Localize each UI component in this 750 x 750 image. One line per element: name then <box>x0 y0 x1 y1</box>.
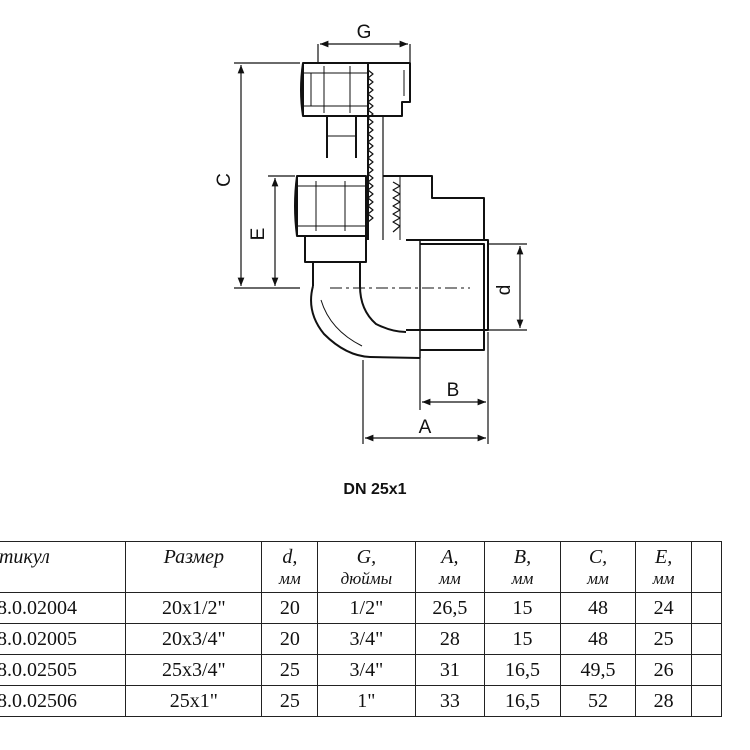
table-header-row: Артикул Размер d,мм G,дюймы A,мм B,мм C,… <box>0 541 722 593</box>
spec-table: Артикул Размер d,мм G,дюймы A,мм B,мм C,… <box>0 541 722 717</box>
header-a: A,мм <box>414 541 486 593</box>
cell-size: 20x3/4" <box>125 623 263 655</box>
technical-drawing: G C E d B A <box>214 22 527 444</box>
dim-label-g: G <box>357 22 372 43</box>
dim-label-d: d <box>494 285 515 296</box>
cell-b: 16,5 <box>484 685 561 717</box>
cell-b: 15 <box>484 592 561 624</box>
cell-clipped <box>691 685 722 717</box>
header-e: E,мм <box>635 541 693 593</box>
cell-d: 20 <box>261 592 319 624</box>
cell-d: 25 <box>261 685 319 717</box>
cell-size: 20x1/2" <box>125 592 263 624</box>
cell-g: 3/4" <box>317 623 416 655</box>
cell-size: 25x3/4" <box>125 654 263 686</box>
dimension-lines <box>234 40 527 444</box>
cell-article: 758.0.02505 <box>0 654 127 686</box>
model-subtitle: DN 25x1 <box>343 481 407 498</box>
cell-article: 758.0.02004 <box>0 592 127 624</box>
cell-article: 758.0.02005 <box>0 623 127 655</box>
fitting-body <box>294 62 489 359</box>
cell-g: 3/4" <box>317 654 416 686</box>
cell-g: 1" <box>317 685 416 717</box>
cell-a: 31 <box>414 654 486 686</box>
cell-clipped <box>691 623 722 655</box>
cell-article: 758.0.02506 <box>0 685 127 717</box>
cell-b: 15 <box>484 623 561 655</box>
cell-d: 20 <box>261 623 319 655</box>
cell-g: 1/2" <box>317 592 416 624</box>
cell-b: 16,5 <box>484 654 561 686</box>
cell-a: 26,5 <box>414 592 486 624</box>
table-row: 758.0.02505 25x3/4" 25 3/4" 31 16,5 49,5… <box>0 654 722 686</box>
cell-e: 28 <box>635 685 693 717</box>
cell-clipped <box>691 654 722 686</box>
cell-c: 52 <box>559 685 637 717</box>
cell-c: 49,5 <box>559 654 637 686</box>
cell-e: 24 <box>635 592 693 624</box>
dimension-labels: G C E d B A <box>214 22 515 438</box>
cell-clipped <box>691 592 722 624</box>
cell-c: 48 <box>559 623 637 655</box>
cell-a: 28 <box>414 623 486 655</box>
header-c: C,мм <box>559 541 637 593</box>
cell-c: 48 <box>559 592 637 624</box>
dim-label-a: A <box>419 417 432 438</box>
dim-label-e: E <box>248 228 269 241</box>
cell-a: 33 <box>414 685 486 717</box>
cell-d: 25 <box>261 654 319 686</box>
dim-label-c: C <box>214 173 235 187</box>
cell-e: 25 <box>635 623 693 655</box>
header-article: Артикул <box>0 541 127 593</box>
cell-e: 26 <box>635 654 693 686</box>
dim-label-b: B <box>447 380 460 401</box>
header-clipped <box>691 541 722 593</box>
table-row: 758.0.02506 25x1" 25 1" 33 16,5 52 28 <box>0 685 722 717</box>
table-row: 758.0.02004 20x1/2" 20 1/2" 26,5 15 48 2… <box>0 592 722 624</box>
table-row: 758.0.02005 20x3/4" 20 3/4" 28 15 48 25 <box>0 623 722 655</box>
header-size: Размер <box>125 541 263 593</box>
cell-size: 25x1" <box>125 685 263 717</box>
header-d: d,мм <box>261 541 319 593</box>
header-g: G,дюймы <box>317 541 416 593</box>
header-b: B,мм <box>484 541 561 593</box>
